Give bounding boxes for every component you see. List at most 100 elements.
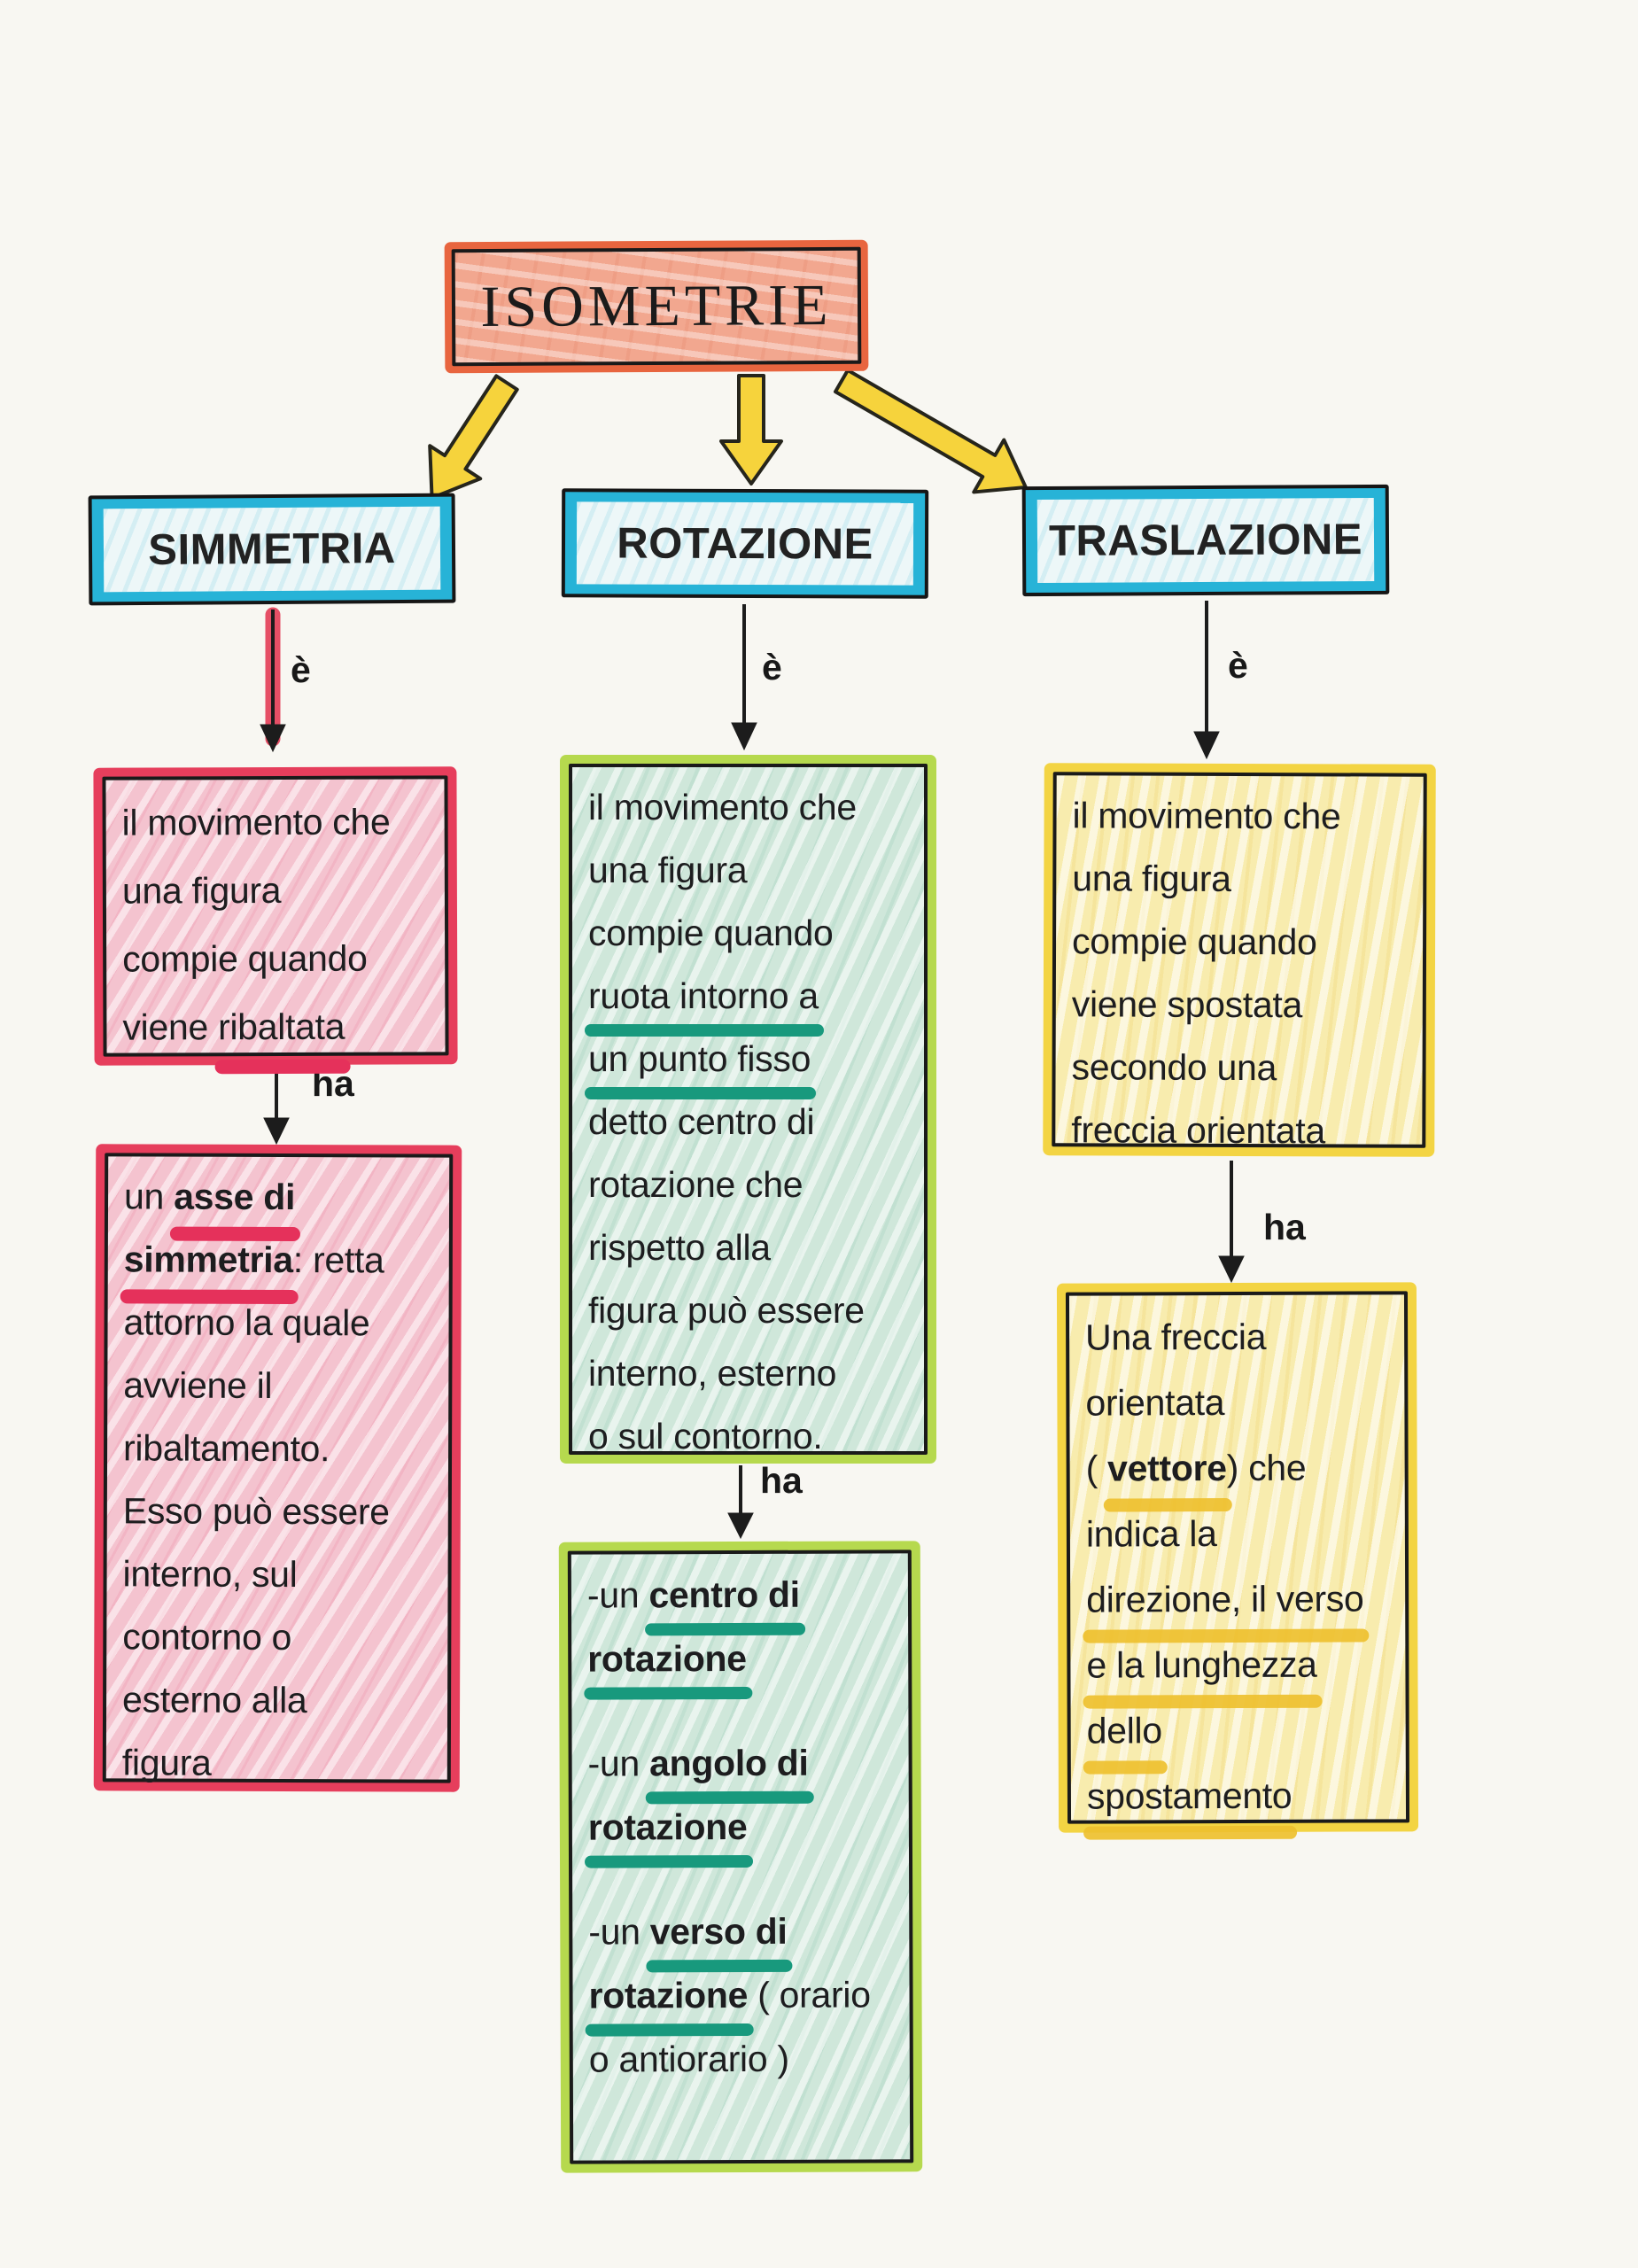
edge-rotazione-has-head bbox=[727, 1512, 754, 1540]
edge-label-is-rotazione: è bbox=[762, 647, 782, 687]
edge-label-is-simmetria: è bbox=[291, 649, 311, 690]
text-line: un punto fisso bbox=[584, 1028, 919, 1099]
text-line: interno, sul bbox=[122, 1542, 442, 1606]
text-segment: dello bbox=[1087, 1697, 1162, 1763]
text-segment: il movimento che bbox=[1072, 795, 1341, 837]
title-box: ISOMETRIE bbox=[444, 239, 869, 374]
text-line: orientata bbox=[1085, 1369, 1399, 1435]
text-line: rotazione bbox=[587, 1626, 903, 1690]
text-segment: detto centro di bbox=[588, 1101, 815, 1142]
node-traslazione-label: TRASLAZIONE bbox=[1048, 516, 1363, 565]
text-segment: o antiorario ) bbox=[588, 2038, 789, 2080]
node-simmetria-label: SIMMETRIA bbox=[148, 524, 396, 574]
text-segment: direzione, il verso bbox=[1086, 1566, 1364, 1633]
text-segment: Una freccia bbox=[1085, 1316, 1267, 1358]
edge-traslazione-has-head bbox=[1218, 1255, 1245, 1284]
text-segment: avviene il bbox=[123, 1364, 273, 1406]
text-segment: una figura bbox=[121, 869, 282, 912]
text-line: interno, esterno bbox=[588, 1342, 919, 1405]
text-segment: simmetria bbox=[124, 1228, 293, 1292]
text-segment: esterno alla bbox=[122, 1679, 307, 1721]
text-line: il movimento che bbox=[1072, 784, 1417, 848]
box-rotazione-definition: il movimento che una figura compie quando r… bbox=[560, 755, 936, 1464]
text-line: secondo una bbox=[1071, 1036, 1417, 1099]
text-line: una figura bbox=[588, 839, 919, 902]
edge-simmetria-is-head bbox=[260, 724, 286, 753]
text-line: figura bbox=[122, 1731, 442, 1795]
text-line: una figura bbox=[122, 856, 439, 925]
edge-traslazione-is-head bbox=[1193, 731, 1220, 760]
text-segment: un bbox=[123, 1176, 175, 1217]
text-line: il movimento che bbox=[121, 788, 439, 857]
edge-rotazione-is-head bbox=[731, 722, 757, 751]
text-segment: rotazione bbox=[587, 1627, 747, 1691]
text-line: rispetto alla bbox=[588, 1216, 919, 1279]
text-segment: attorno la quale bbox=[123, 1301, 370, 1344]
text-segment: compie quando bbox=[122, 937, 368, 980]
text-segment: -un bbox=[587, 1743, 650, 1784]
text-line: il movimento che bbox=[588, 776, 919, 839]
text-line: compie quando bbox=[588, 902, 919, 965]
page-title: ISOMETRIE bbox=[480, 272, 833, 340]
text-line: ruota intorno a bbox=[585, 965, 919, 1037]
text-line: o sul contorno. bbox=[588, 1405, 919, 1468]
edge-label-is-traslazione: è bbox=[1228, 645, 1248, 686]
edge-label-has-rotazione: ha bbox=[760, 1460, 803, 1501]
text-segment: figura bbox=[121, 1742, 212, 1783]
text-line: un asse di bbox=[124, 1165, 444, 1229]
box-simmetria-definition: il movimento che una figura compie quando v… bbox=[93, 766, 458, 1066]
text-segment: : retta bbox=[292, 1239, 384, 1281]
text-segment: Esso può essere bbox=[122, 1490, 390, 1533]
text-segment: centro di bbox=[648, 1563, 800, 1627]
text-line: freccia orientata bbox=[1071, 1099, 1417, 1162]
text-line: ( vettore) che bbox=[1086, 1434, 1400, 1501]
text-segment: ( bbox=[1085, 1448, 1108, 1489]
text-line: una figura bbox=[1072, 847, 1417, 911]
text-line: avviene il bbox=[123, 1354, 443, 1418]
yellow-arrow-center bbox=[719, 374, 783, 485]
text-line: viene ribaltata bbox=[122, 992, 439, 1061]
text-segment: verso di bbox=[650, 1899, 788, 1964]
text-segment: vettore bbox=[1107, 1435, 1227, 1501]
text-segment: angolo di bbox=[649, 1731, 809, 1796]
text-segment: compie quando bbox=[588, 913, 834, 953]
yellow-arrow-left bbox=[428, 374, 519, 500]
text-segment: -un bbox=[588, 1911, 650, 1953]
edge-label-has-traslazione: ha bbox=[1263, 1207, 1306, 1247]
text-line: -un verso di bbox=[588, 1899, 904, 1963]
text-line: compie quando bbox=[1072, 910, 1417, 974]
text-segment: il movimento che bbox=[121, 801, 391, 843]
text-line: simmetria: retta bbox=[124, 1228, 444, 1292]
text-segment: il movimento che bbox=[588, 787, 857, 827]
text-line: -un centro di bbox=[587, 1562, 903, 1627]
text-segment: spostamento bbox=[1087, 1763, 1293, 1829]
text-segment: ( orario bbox=[748, 1974, 871, 2016]
node-rotazione-fill: ROTAZIONE bbox=[576, 501, 914, 586]
text-line: Una freccia bbox=[1085, 1303, 1399, 1370]
text-segment: contorno o bbox=[122, 1616, 292, 1658]
text-segment: e la lunghezza bbox=[1086, 1632, 1316, 1698]
text-segment: rotazione che bbox=[588, 1164, 803, 1205]
text-segment: ribaltamento. bbox=[122, 1427, 330, 1470]
node-traslazione: TRASLAZIONE bbox=[1021, 484, 1390, 597]
text-line: esterno alla bbox=[122, 1668, 442, 1732]
text-segment: compie quando bbox=[1071, 920, 1317, 963]
text-line: detto centro di bbox=[588, 1091, 919, 1153]
text-line: rotazione bbox=[588, 1794, 904, 1859]
text-line: ribaltamento. bbox=[123, 1417, 443, 1480]
text-line: Esso può essere bbox=[123, 1480, 443, 1543]
text-segment: freccia orientata bbox=[1071, 1109, 1326, 1152]
text-segment: asse di bbox=[174, 1166, 295, 1229]
text-line: contorno o bbox=[122, 1605, 442, 1669]
text-segment: ribaltata bbox=[218, 993, 345, 1061]
text-segment: rispetto alla bbox=[588, 1227, 771, 1268]
text-segment: una figura bbox=[1072, 858, 1231, 899]
text-line: direzione, il verso bbox=[1086, 1565, 1400, 1632]
